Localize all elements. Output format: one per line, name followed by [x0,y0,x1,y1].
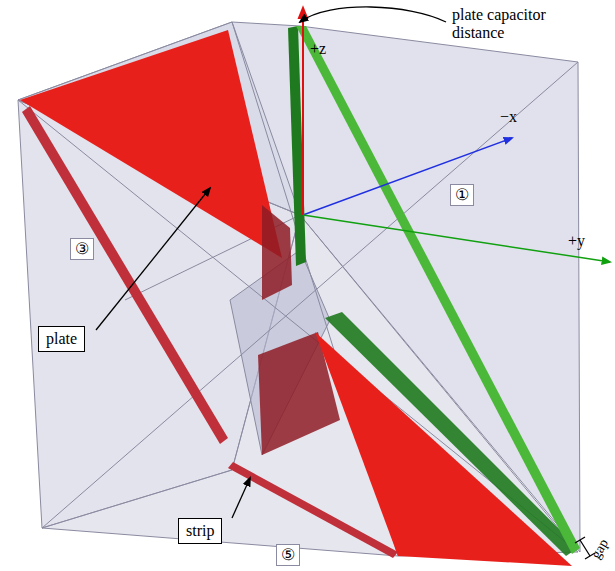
plate-top [20,30,282,258]
dimension-label: gap [588,536,612,562]
node-text: strip [186,522,214,540]
node-text: ⑤ [281,546,295,564]
y-axis [303,215,610,262]
x-axis [303,138,512,215]
leader-arrow [232,478,250,518]
cube-faces [18,22,580,556]
part-label: plate [38,326,85,352]
axis-label: −x [500,108,517,126]
strip-3 [22,106,228,444]
strip-1 [296,26,580,554]
node-text: ① [455,186,469,204]
node-text: ③ [75,240,89,258]
plate-side-green [325,312,578,556]
plate-side [262,205,292,300]
strip-5 [228,462,398,558]
callout-number: ③ [70,238,94,260]
leader-arrow [300,7,446,22]
axis-label: +y [568,232,585,250]
z-axis [302,8,304,215]
annotation-text: plate capacitor distance [452,6,570,43]
callout-number: ① [450,184,474,206]
axis-label: +z [310,40,326,58]
leader-arrow [96,188,210,330]
part-label: strip [178,518,222,544]
callout-number: ⑤ [276,544,300,566]
node-text: plate [46,330,77,348]
